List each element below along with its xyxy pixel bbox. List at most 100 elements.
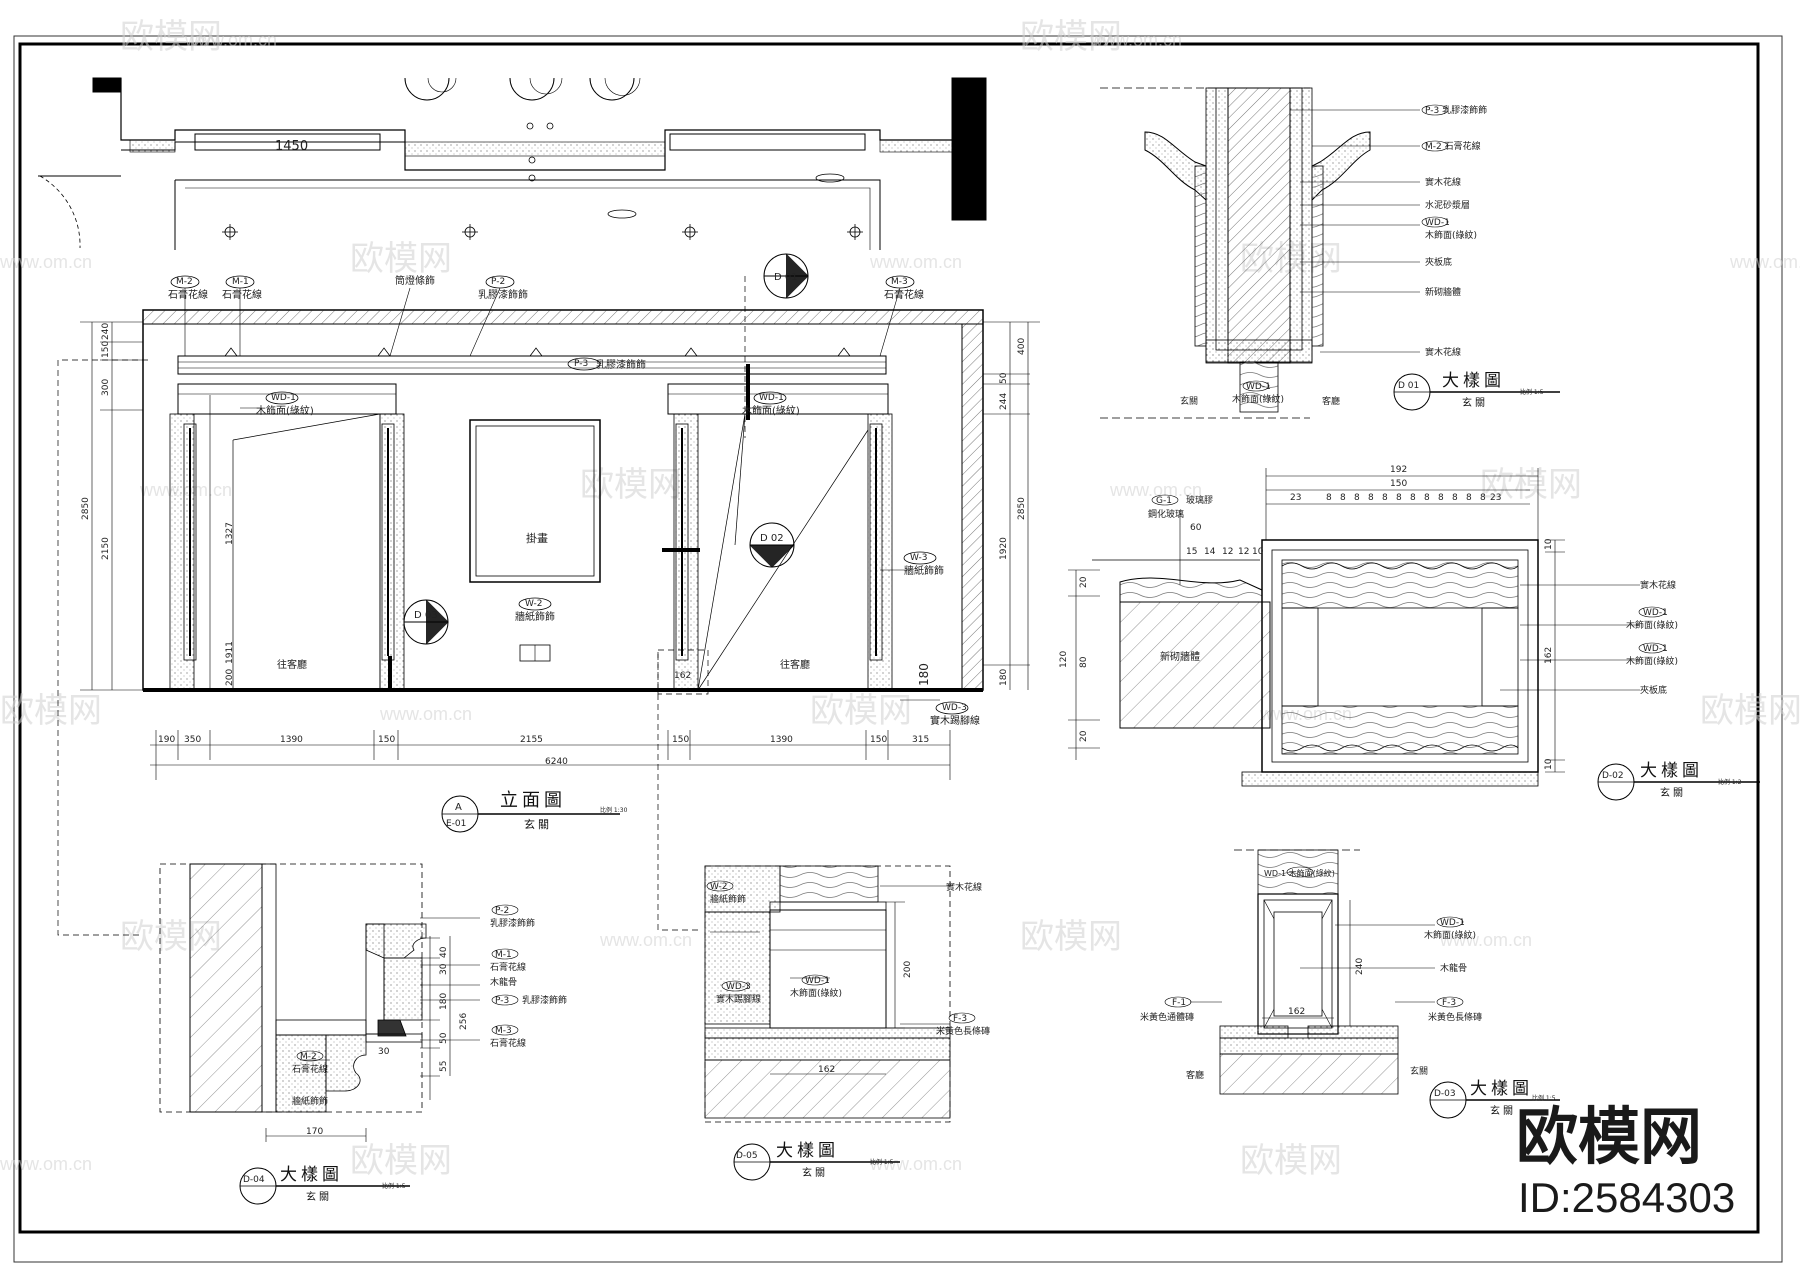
d02-label-3: WD-1	[1643, 644, 1668, 654]
d02-label-2: 木飾面(綠紋)	[1626, 619, 1678, 631]
label-room-left: 往客廳	[277, 658, 307, 671]
label-painting: 掛畫	[526, 531, 548, 545]
d01-label-6: 夾板底	[1425, 256, 1452, 268]
d01-label-8: 實木花線	[1425, 346, 1461, 358]
d02-small-2: 14	[1204, 547, 1216, 557]
d03-title: 大樣圖	[1470, 1079, 1533, 1099]
watermark-logo-text: 欧模网	[350, 240, 452, 278]
tag-wd3: WD-3	[942, 703, 967, 713]
d01-title-block: D 01 大樣圖 玄關 比例 1:5	[1393, 371, 1560, 411]
dim-right-4: 2850	[1017, 497, 1027, 520]
d05-label-molding: 實木花線	[946, 881, 982, 893]
watermark-url: www.om.cn	[184, 30, 277, 50]
dim-left-5: 1327	[225, 522, 235, 545]
dim-left-7: 200	[225, 669, 235, 686]
elevation-title-block: A E-01 立面圖 玄關 比例 1:30	[441, 790, 628, 833]
elevation-ref: A	[455, 802, 462, 813]
d03-label-r3: F-3	[1442, 998, 1456, 1008]
d04-tag-p2: P-2	[495, 906, 509, 916]
d02-label-4: 木飾面(綠紋)	[1626, 655, 1678, 667]
d01-label-3: 水泥砂漿層	[1425, 199, 1470, 211]
watermark-url: www.om.cn	[869, 1154, 962, 1174]
label-room-right: 往客廳	[780, 658, 810, 671]
d04-label-wallpaper: 牆紙飾飾	[292, 1095, 328, 1107]
d03-label-r1: 木飾面(綠紋)	[1424, 929, 1476, 941]
d03-label-r2: 木龍骨	[1440, 962, 1467, 974]
plan-width-dim: 1450	[275, 139, 308, 154]
dim-right-5: 180	[999, 669, 1009, 686]
d05-title: 大樣圖	[776, 1141, 839, 1161]
brand-stamp: 欧模网 ID:2584303	[1516, 1100, 1735, 1221]
d02-segment-dim: 8	[1480, 493, 1486, 503]
callout-d01: D 01	[774, 272, 798, 283]
d05-scale: 比例 1:5	[870, 1158, 894, 1166]
label-m2: 石膏花線	[168, 288, 208, 301]
dim-right-6: 180	[917, 663, 931, 686]
label-m3: 石膏花線	[884, 288, 924, 301]
dim-left-2: 300	[101, 379, 111, 396]
tag-w3: W-3	[910, 553, 928, 563]
d05-ref: D-05	[736, 1151, 758, 1161]
d04-dim-6: 170	[306, 1127, 323, 1137]
d03-subtitle: 玄關	[1490, 1104, 1516, 1117]
brand-id: ID:2584303	[1518, 1174, 1735, 1221]
elevation-scale: 比例 1:30	[600, 806, 628, 814]
d02-subtitle: 玄關	[1660, 786, 1686, 799]
d04-tag-m3: M-3	[495, 1026, 512, 1036]
d01-label-1: M-2 石膏花線	[1425, 140, 1481, 152]
elevation-title: 立面圖	[500, 790, 566, 811]
label-w3: 牆紙飾飾	[904, 564, 944, 577]
d03-dim-0: 162	[1288, 1007, 1305, 1017]
dim-bottom-0: 190	[158, 735, 175, 745]
d04-label-m2: 石膏花線	[292, 1063, 328, 1075]
d04-label-p2: 乳膠漆飾飾	[490, 917, 535, 929]
d04-dim-2: 180	[439, 993, 449, 1010]
watermark-url: www.om.cn	[0, 252, 92, 272]
d02-title: 大樣圖	[1640, 761, 1703, 781]
d02-label-0: 實木花線	[1640, 579, 1676, 591]
d05-tag-wd1: WD-1	[805, 976, 830, 986]
label-wd1-right: 木飾面(綠紋)	[742, 404, 800, 417]
elevation-drawing: 1450	[38, 77, 1040, 936]
d01-bottom-tag: WD-1	[1246, 382, 1271, 392]
d02-left-3: 20	[1079, 730, 1089, 742]
d02-small-0: 60	[1190, 523, 1202, 533]
d02-left-1: 120	[1059, 651, 1069, 668]
dim-left-1: 150	[101, 341, 111, 358]
d02-left-2: 80	[1079, 656, 1089, 668]
watermark-logo-text: 欧模网	[120, 18, 222, 56]
d02-segment-dim: 8	[1354, 493, 1360, 503]
label-w2: 牆紙飾飾	[515, 610, 555, 623]
d04-ref: D-04	[243, 1175, 265, 1185]
d03-label-r4: 米黃色長條磚	[1428, 1011, 1482, 1023]
label-wd3: 實木踢腳線	[930, 714, 980, 727]
d04-dim-5: 55	[439, 1061, 449, 1072]
d04-dim-3: 256	[459, 1013, 469, 1030]
d04-dim-0: 40	[439, 946, 449, 958]
dim-total: 6240	[545, 757, 568, 767]
d03-dim-1: 240	[1355, 958, 1365, 975]
d02-segment-dim: 8	[1340, 493, 1346, 503]
watermark-url: www.om.cn	[1439, 930, 1532, 950]
d02-segment-dim: 8	[1396, 493, 1402, 503]
watermark-logo-text: 欧模网	[580, 466, 682, 504]
d02-small-4: 12	[1238, 547, 1249, 557]
d02-right-0: 10	[1544, 538, 1554, 550]
watermark-logo-text: 欧模网	[810, 692, 912, 730]
d01-ref: D 01	[1398, 381, 1419, 391]
d04-dim-1: 30	[439, 963, 449, 975]
d04-title: 大樣圖	[280, 1165, 343, 1185]
d01-label-2: 實木花線	[1425, 176, 1461, 188]
watermark-url: www.om.cn	[869, 252, 962, 272]
d04-label-m3: 石膏花線	[490, 1037, 526, 1049]
d03-top-tag: WD-1 木飾面(綠紋)	[1264, 868, 1335, 878]
d01-room-right: 客廳	[1322, 395, 1340, 407]
dim-right-2: 244	[999, 393, 1009, 410]
watermark-logo-text: 欧模网	[350, 1142, 452, 1180]
d05-tag-w2: W-2	[710, 882, 728, 892]
d01-subtitle: 玄關	[1462, 396, 1488, 409]
tag-wd1-right: WD-1	[759, 393, 784, 403]
d03-label-l1: 米黃色通體磚	[1140, 1011, 1194, 1023]
elevation-sheet-no: E-01	[446, 819, 466, 829]
d02-segment-dim: 8	[1382, 493, 1388, 503]
